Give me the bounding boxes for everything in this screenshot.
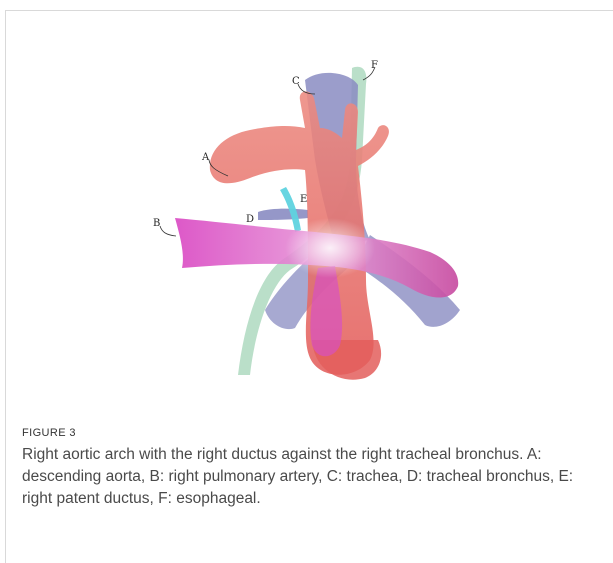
- figure-label: FIGURE 3: [22, 427, 76, 439]
- label-e: E: [300, 194, 307, 205]
- label-a: A: [201, 152, 210, 163]
- label-d: D: [246, 214, 254, 225]
- label-b: B: [153, 218, 160, 229]
- tracheal-bronchus-shape: [258, 209, 308, 220]
- label-f: F: [371, 60, 378, 71]
- overlap-highlight: [285, 218, 375, 278]
- figure-caption: Right aortic arch with the right ductus …: [22, 444, 598, 510]
- label-c: C: [292, 76, 300, 87]
- anatomy-illustration: A B C D E F: [130, 40, 490, 400]
